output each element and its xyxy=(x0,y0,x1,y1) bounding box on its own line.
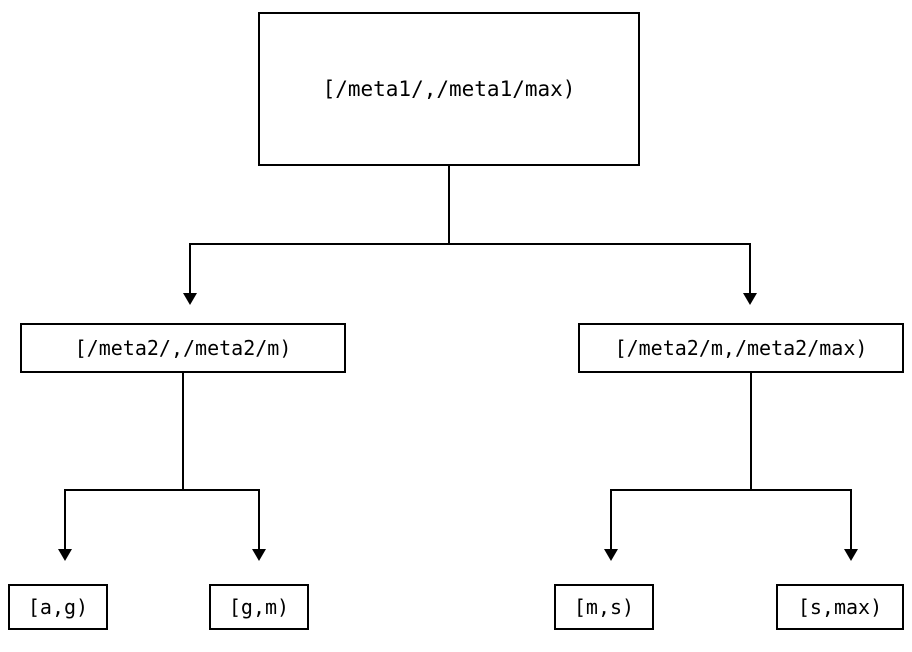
node-leaf-a-g-label: [a,g) xyxy=(27,595,89,619)
node-root-meta1-range[interactable]: [/meta1/,/meta1/max) xyxy=(258,12,640,166)
node-leaf-m-s[interactable]: [m,s) xyxy=(554,584,654,630)
arrowhead-icon-mid-right-to-leaf-ms xyxy=(604,549,618,561)
node-leaf-s-max-label: [s,max) xyxy=(797,595,883,619)
edge-root-to-mid-left xyxy=(189,243,191,293)
edge-root-stem xyxy=(448,166,450,244)
edge-mid-left-stem xyxy=(182,373,184,490)
edge-mid-right-to-leaf-ms xyxy=(610,489,612,549)
arrowhead-icon-mid-left-to-leaf-gm xyxy=(252,549,266,561)
arrowhead-icon-mid-right-to-leaf-smax xyxy=(844,549,858,561)
node-leaf-s-max[interactable]: [s,max) xyxy=(776,584,904,630)
node-root-label: [/meta1/,/meta1/max) xyxy=(322,76,576,101)
node-leaf-g-m-label: [g,m) xyxy=(228,595,290,619)
node-mid-left-meta2-low-range[interactable]: [/meta2/,/meta2/m) xyxy=(20,323,346,373)
edge-mid-right-bus xyxy=(610,489,852,491)
arrowhead-icon-mid-left-to-leaf-ag xyxy=(58,549,72,561)
node-mid-right-label: [/meta2/m,/meta2/max) xyxy=(614,336,868,360)
edge-mid-left-bus xyxy=(64,489,260,491)
edge-mid-right-stem xyxy=(750,373,752,490)
node-mid-left-label: [/meta2/,/meta2/m) xyxy=(74,336,292,360)
node-leaf-a-g[interactable]: [a,g) xyxy=(8,584,108,630)
arrowhead-icon-root-to-mid-right xyxy=(743,293,757,305)
node-mid-right-meta2-high-range[interactable]: [/meta2/m,/meta2/max) xyxy=(578,323,904,373)
edge-root-to-mid-right xyxy=(749,243,751,293)
edge-root-bus xyxy=(190,243,750,245)
node-leaf-m-s-label: [m,s) xyxy=(573,595,635,619)
edge-mid-left-to-leaf-ag xyxy=(64,489,66,549)
node-leaf-g-m[interactable]: [g,m) xyxy=(209,584,309,630)
edge-mid-left-to-leaf-gm xyxy=(258,489,260,549)
arrowhead-icon-root-to-mid-left xyxy=(183,293,197,305)
edge-mid-right-to-leaf-smax xyxy=(850,489,852,549)
